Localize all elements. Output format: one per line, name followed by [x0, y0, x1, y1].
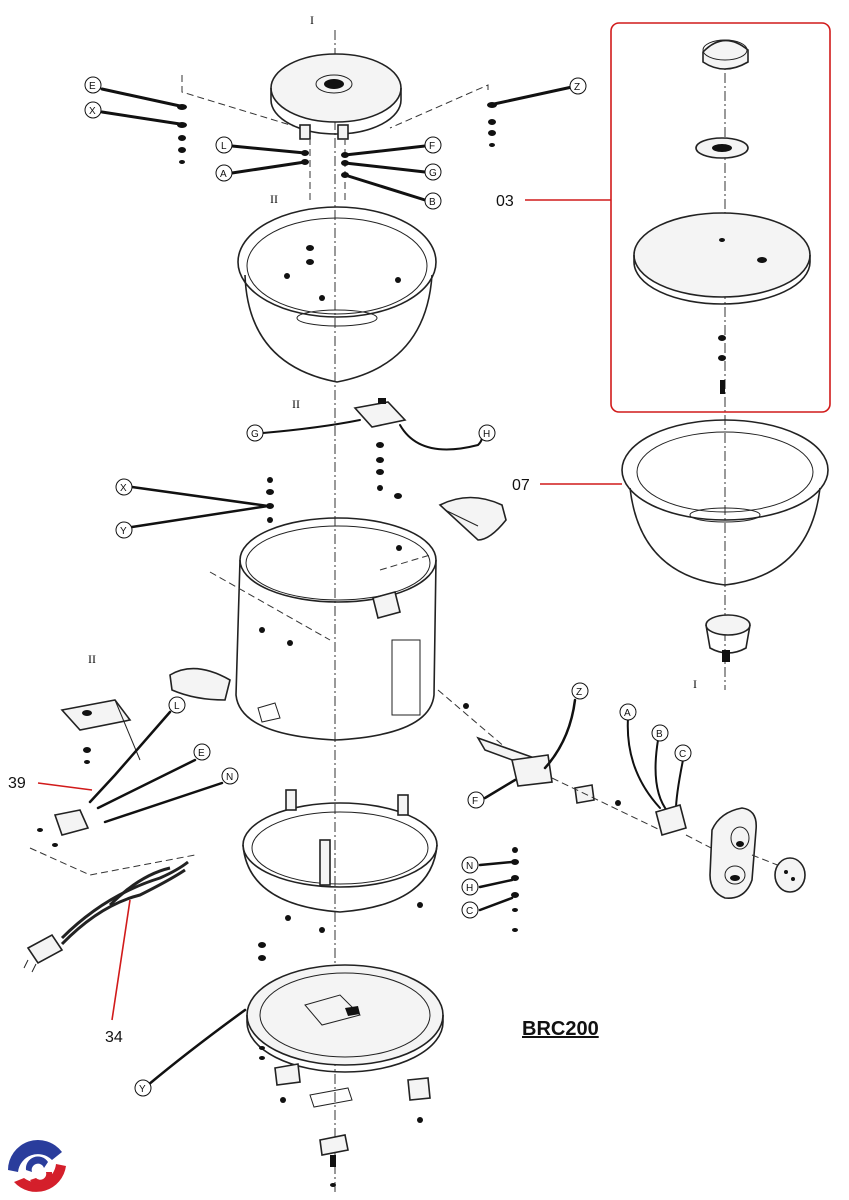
label-bubble-l [215, 136, 233, 154]
outer-body [209, 517, 437, 741]
label-bubble-sw-z [571, 682, 589, 700]
label-bubble-g [424, 163, 442, 181]
wire-label-mid-x: X [120, 483, 127, 494]
label-bubble-x [84, 101, 102, 119]
wire-label-bubbles: E X Z L A F G B G H X Y L E N Z F A [84, 76, 692, 1097]
wire-label-l: L [221, 141, 227, 152]
top-wires [100, 85, 574, 202]
wire-label-sw-c: C [679, 749, 686, 760]
cord-lead-leader [37, 782, 93, 791]
callout-03: 03 [496, 193, 514, 210]
inner-shell [237, 206, 437, 383]
wire-label-z: Z [574, 82, 580, 93]
cord-bracket-assembly [29, 699, 196, 876]
label-bubble-sw-c [674, 744, 692, 762]
wire-label-sw-b: B [656, 729, 663, 740]
brand-logo [8, 1140, 66, 1192]
control-switch-assembly [626, 717, 716, 851]
label-bubble-low-l [168, 696, 186, 714]
lid-assembly-group [610, 22, 831, 413]
label-bubble-sw-a [619, 703, 637, 721]
top-right-screw-stack [487, 102, 497, 147]
base-wire-y [146, 1008, 247, 1087]
label-bubble-mid-x [115, 478, 133, 496]
wire-label-mid-h: H [483, 429, 490, 440]
axis-marker-top: I [310, 13, 314, 27]
power-cord [23, 860, 189, 973]
label-bubble-sw-b [651, 724, 669, 742]
label-bubble-mid-g [246, 424, 264, 442]
wire-label-low-l: L [174, 701, 180, 712]
label-bubble-mid-y [115, 521, 133, 539]
label-bubble-z [569, 77, 587, 95]
axis-marker-bottom: I [693, 677, 697, 691]
switch-bracket [437, 689, 661, 831]
label-bubble-low-n [221, 767, 239, 785]
label-bubble-scr-h [461, 878, 479, 896]
wire-label-g: G [429, 168, 437, 179]
label-bubble-e [84, 76, 102, 94]
wire-label-sw-f: F [472, 796, 478, 807]
wire-label-scr-c: C [466, 906, 473, 917]
inner-pot [621, 419, 829, 586]
label-bubble-base-y [134, 1079, 152, 1097]
wire-label-scr-h: H [466, 883, 473, 894]
callout-07: 07 [512, 477, 530, 494]
wire-label-base-y: Y [139, 1084, 146, 1095]
control-panel [709, 807, 806, 899]
wire-label-low-e: E [198, 748, 205, 759]
wire-label-mid-y: Y [120, 526, 127, 537]
top-heater-plate [181, 53, 489, 200]
wire-label-mid-g: G [251, 429, 259, 440]
label-bubble-mid-h [478, 424, 496, 442]
axis-marker-mid-left: II [292, 397, 300, 411]
top-left-screw-stack [177, 104, 187, 164]
front-handle [169, 667, 231, 701]
label-bubble-scr-c [461, 901, 479, 919]
wire-label-b: B [429, 197, 436, 208]
rear-handle [438, 496, 507, 541]
label-bubble-b [424, 192, 442, 210]
center-axis-lines [334, 30, 726, 1195]
wire-label-f: F [429, 141, 435, 152]
model-label: BRC200 [522, 1018, 599, 1040]
power-cord-leader [111, 899, 131, 1021]
label-bubble-a [215, 164, 233, 182]
callout-39: 39 [8, 775, 26, 792]
wire-label-e: E [89, 81, 96, 92]
wire-label-x: X [89, 106, 96, 117]
label-bubble-sw-f [467, 791, 485, 809]
label-bubble-scr-n [461, 856, 479, 874]
wire-label-a: A [220, 169, 227, 180]
base-plate [246, 942, 444, 1187]
callout-34: 34 [105, 1029, 123, 1046]
right-screw-stack [478, 847, 519, 932]
wire-label-scr-n: N [466, 861, 473, 872]
middle-left-wires [130, 477, 274, 529]
bottom-ring [242, 789, 438, 933]
label-bubble-low-e [193, 743, 211, 761]
wire-label-low-n: N [226, 772, 233, 783]
thermostat-assembly [262, 398, 484, 499]
axis-marker-lower-left: II [88, 652, 96, 666]
wire-label-sw-a: A [624, 708, 631, 719]
lower-left-wires [88, 710, 224, 824]
axis-marker-upper-left: II [270, 192, 278, 206]
center-thermostat [705, 614, 751, 662]
wire-label-sw-z: Z [576, 687, 582, 698]
label-bubble-f [424, 136, 442, 154]
